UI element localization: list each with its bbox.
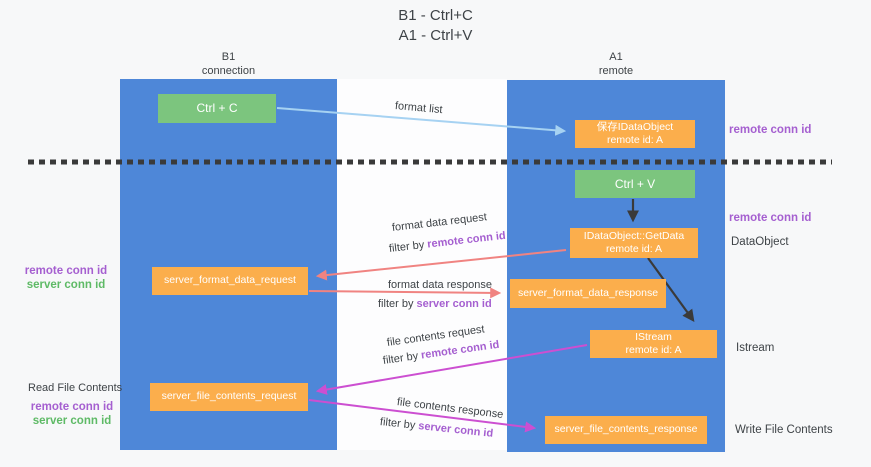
server-conn-id-accent: server conn id	[416, 298, 492, 310]
left-remote-conn-id: remote conn id	[24, 265, 108, 277]
ctrl-c-label: Ctrl + C	[196, 101, 238, 115]
getdata-line2: remote id: A	[605, 243, 663, 255]
format-data-response-label: format data response	[388, 279, 492, 291]
right-remote-conn-id-mid: remote conn id	[729, 212, 812, 224]
page-title: B1 - Ctrl+C A1 - Ctrl+V	[0, 6, 871, 47]
left-conn-ids-top: remote conn id server conn id	[24, 264, 108, 293]
server-file-contents-request-label: server_file_contents_request	[161, 390, 297, 403]
write-file-contents-label: Write File Contents	[735, 424, 833, 436]
lane-header-b1: B1 connection	[120, 51, 337, 79]
title-line-2: A1 - Ctrl+V	[398, 27, 473, 45]
istream-line1: IStream	[635, 330, 672, 343]
server-file-contents-response-box: server_file_contents_response	[545, 416, 707, 444]
filter-by-text: filter by	[378, 298, 417, 310]
lane-header-a1: A1 remote	[507, 51, 725, 79]
lane-a1-name: A1	[609, 51, 623, 63]
left-remote-conn-id: remote conn id	[30, 401, 114, 413]
istream-side-label: Istream	[736, 342, 775, 354]
istream-line2: remote id: A	[625, 344, 682, 356]
lane-b1-role: connection	[201, 64, 256, 77]
server-format-data-request-box: server_format_data_request	[152, 267, 308, 295]
save-idataobject-line1: 保存IDataObject	[596, 120, 674, 133]
read-file-contents-label: Read File Contents	[28, 382, 123, 394]
left-server-conn-id: server conn id	[26, 279, 106, 292]
server-format-data-response-label: server_format_data_response	[517, 286, 659, 299]
server-format-data-request-label: server_format_data_request	[164, 274, 296, 287]
idataobject-getdata-box: IDataObject::GetData remote id: A	[570, 228, 698, 258]
save-idataobject-box: 保存IDataObject remote id: A	[575, 120, 695, 148]
title-line-1: B1 - Ctrl+C	[398, 7, 473, 24]
istream-box: IStream remote id: A	[590, 330, 717, 358]
ctrl-c-box: Ctrl + C	[158, 94, 276, 123]
lane-b1-name: B1	[221, 51, 236, 63]
dataobject-label: DataObject	[731, 236, 789, 248]
lane-a1-role: remote	[598, 64, 634, 77]
server-format-data-response-box: server_format_data_response	[510, 279, 666, 308]
save-idataobject-line2: remote id: A	[606, 134, 664, 146]
server-file-contents-request-box: server_file_contents_request	[150, 383, 308, 411]
ctrl-v-label: Ctrl + V	[614, 176, 656, 191]
left-server-conn-id: server conn id	[32, 415, 112, 428]
left-conn-ids-bottom: remote conn id server conn id	[30, 400, 114, 429]
filter-by-server-conn-id-label-1: filter by server conn id	[378, 298, 492, 310]
ctrl-v-box: Ctrl + V	[575, 170, 695, 198]
right-remote-conn-id-top: remote conn id	[729, 124, 812, 136]
lane-gap	[337, 79, 507, 450]
getdata-line1: IDataObject::GetData	[583, 229, 685, 242]
server-file-contents-response-label: server_file_contents_response	[554, 423, 698, 436]
